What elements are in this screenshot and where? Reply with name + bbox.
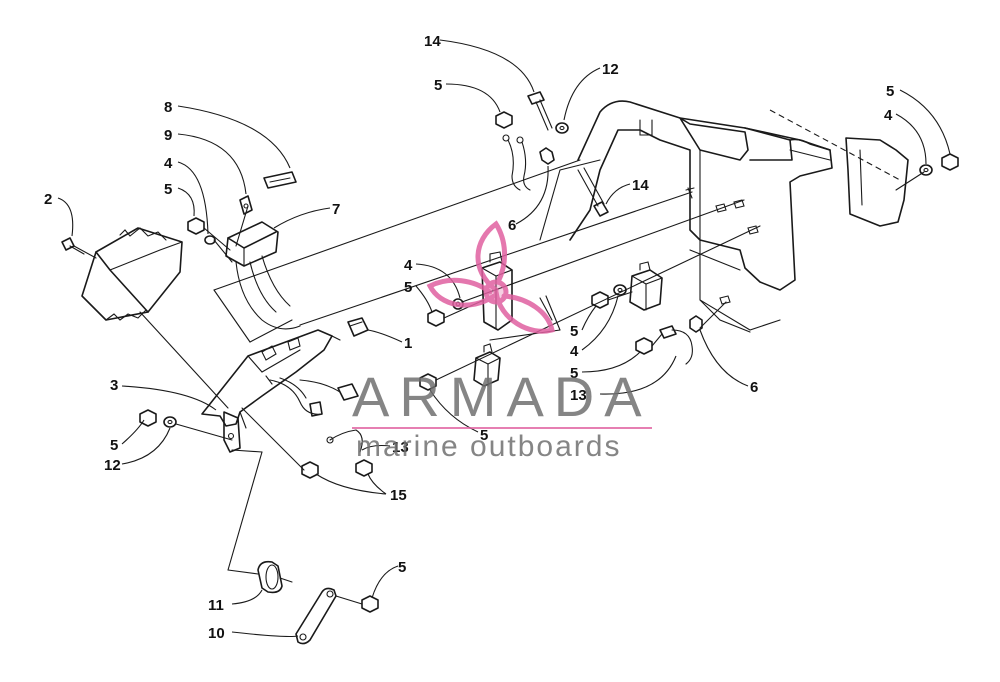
callout-5: 5 — [164, 181, 172, 198]
decal-part-8 — [263, 171, 297, 189]
callout-5: 5 — [434, 77, 442, 94]
callout-6: 6 — [508, 217, 516, 234]
callout-6: 6 — [750, 379, 758, 396]
callout-2: 2 — [44, 191, 52, 208]
washer-part-12-top — [555, 122, 569, 134]
cover-part-2 — [81, 227, 183, 321]
callout-4: 4 — [164, 155, 173, 172]
side-bracket-right — [769, 109, 909, 227]
callout-10: 10 — [208, 625, 225, 642]
ground-wire-part-13-right — [659, 315, 703, 365]
bolt-part-14-top — [527, 91, 553, 131]
callout-14: 14 — [424, 33, 441, 50]
callout-13: 13 — [392, 439, 409, 456]
studs — [685, 187, 759, 305]
nut-center-lower — [419, 373, 437, 391]
nut-washer-control-box — [187, 217, 216, 245]
bolt-part-14-right — [577, 167, 609, 217]
callout-7: 7 — [332, 201, 340, 218]
nuts-part-15 — [301, 459, 373, 479]
top-bracket-wires — [495, 111, 555, 191]
watermark-tagline: marine outboards — [356, 430, 621, 463]
callout-15: 15 — [390, 487, 407, 504]
propeller-logo-icon — [426, 220, 555, 334]
relay-lower — [473, 343, 501, 387]
ground-wire-part-13-left — [326, 429, 363, 453]
callout-4: 4 — [570, 343, 579, 360]
callout-5: 5 — [404, 279, 412, 296]
callout-labels: 2 8 9 4 5 7 14 5 12 14 6 4 5 1 3 5 12 13… — [44, 33, 894, 642]
isolator-part-11 — [257, 560, 293, 594]
callout-3: 3 — [110, 377, 118, 394]
control-box-part-7 — [225, 221, 301, 330]
callout-5: 5 — [886, 83, 894, 100]
callout-13: 13 — [570, 387, 587, 404]
wiring-harness — [265, 375, 359, 417]
callout-5: 5 — [570, 365, 578, 382]
callout-11: 11 — [208, 597, 224, 614]
callout-4: 4 — [404, 257, 413, 274]
screw-part-2 — [61, 237, 85, 255]
connector-part-1 — [347, 317, 369, 337]
callout-12: 12 — [602, 61, 619, 78]
callout-9: 9 — [164, 127, 172, 144]
callout-12: 12 — [104, 457, 121, 474]
callout-leaders — [57, 39, 951, 638]
callout-5: 5 — [398, 559, 406, 576]
callout-8: 8 — [164, 99, 172, 116]
watermark: ARMADA marine outboards — [352, 220, 652, 463]
relay-center-right — [629, 261, 663, 311]
callout-4: 4 — [884, 107, 893, 124]
assembly-lines — [73, 159, 925, 605]
nut-washer-left — [139, 409, 177, 428]
callout-5: 5 — [480, 427, 488, 444]
callout-14: 14 — [632, 177, 649, 194]
nut-part-5-bottom — [361, 595, 379, 613]
callout-5: 5 — [570, 323, 578, 340]
strap-part-10 — [295, 587, 337, 645]
callout-1: 1 — [404, 335, 412, 352]
watermark-brand: ARMADA — [352, 365, 652, 428]
frame-assembly — [569, 100, 833, 333]
callout-5: 5 — [110, 437, 118, 454]
